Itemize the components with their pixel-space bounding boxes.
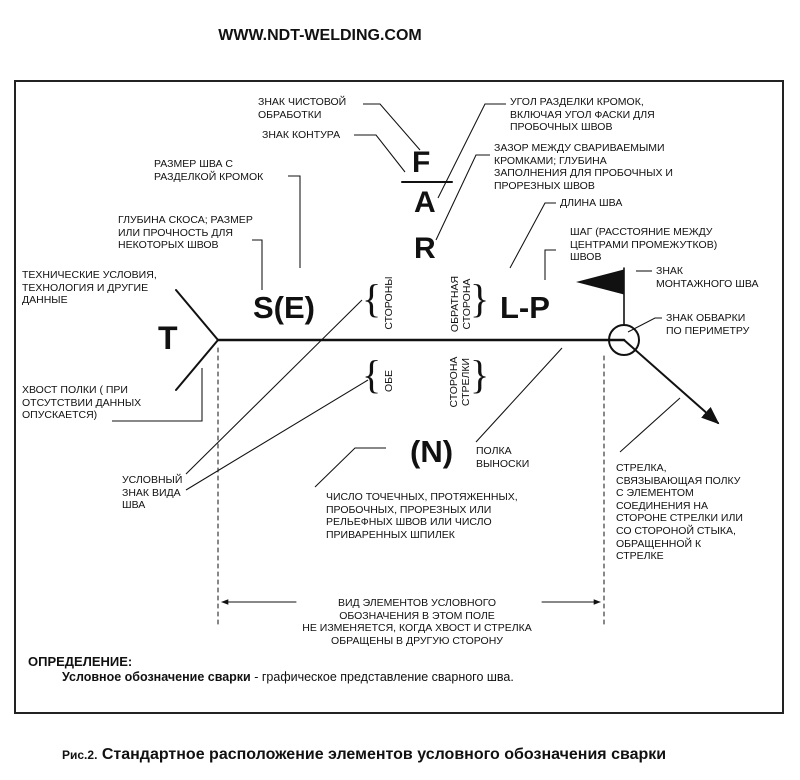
callout-arrow: СТРЕЛКА, СВЯЗЫВАЮЩАЯ ПОЛКУ С ЭЛЕМЕНТОМ С… — [616, 462, 743, 563]
callout-field-note: ВИД ЭЛЕМЕНТОВ УСЛОВНОГО ОБОЗНАЧЕНИЯ В ЭТ… — [302, 597, 532, 647]
bracket-both-top: { — [362, 276, 381, 321]
leader-weld-symbol-1 — [185, 299, 363, 475]
callout-field-weld: ЗНАК МОНТАЖНОГО ШВА — [656, 265, 759, 290]
callout-reference-line: ПОЛКА ВЫНОСКИ — [476, 445, 530, 470]
leader-number — [314, 447, 386, 488]
definition: Условное обозначение сварки - графическо… — [62, 670, 514, 684]
figure-caption: Рис.2. Стандартное расположение элементо… — [62, 746, 666, 764]
size-symbol: S(E) — [253, 290, 315, 325]
leader-bevel-depth — [252, 239, 263, 290]
groove-angle-symbol: A — [414, 186, 436, 219]
leader-length — [509, 202, 556, 269]
side-label-arrow-side: СТОРОНА СТРЕЛКИ — [448, 356, 472, 408]
root-opening-symbol: R — [414, 232, 436, 265]
leader-size — [288, 175, 301, 268]
site-url: WWW.NDT-WELDING.COM — [218, 27, 422, 44]
callout-weld-length: ДЛИНА ШВА — [560, 197, 623, 209]
callout-groove-angle: УГОЛ РАЗДЕЛКИ КРОМОК, ВКЛЮЧАЯ УГОЛ ФАСКИ… — [510, 96, 655, 134]
leader-pitch — [544, 249, 556, 280]
callout-bevel-depth: ГЛУБИНА СКОСА; РАЗМЕР ИЛИ ПРОЧНОСТЬ ДЛЯ … — [118, 214, 253, 252]
callout-specification: ТЕХНИЧЕСКИЕ УСЛОВИЯ, ТЕХНОЛОГИЯ И ДРУГИЕ… — [22, 269, 157, 307]
leader-weld-all-around — [627, 317, 662, 333]
bracket-both-bottom: { — [362, 352, 381, 397]
callout-finish-symbol: ЗНАК ЧИСТОВОЙ ОБРАБОТКИ — [258, 96, 347, 121]
side-label-both-top: СТОРОНЫ — [383, 276, 395, 330]
leader-root-opening — [435, 154, 490, 241]
arrow-line — [623, 339, 720, 425]
callout-weld-symbol: УСЛОВНЫЙ ЗНАК ВИДА ШВА — [122, 474, 183, 512]
leader-reference-line — [475, 347, 563, 443]
definition-title: ОПРЕДЕЛЕНИЕ: — [28, 654, 133, 669]
tail-lines — [175, 289, 220, 391]
leader-weld-symbol-2 — [185, 379, 369, 491]
figure-caption-text: Стандартное расположение элементов услов… — [97, 746, 667, 763]
callout-weld-all-around: ЗНАК ОБВАРКИ ПО ПЕРИМЕТРУ — [666, 312, 750, 337]
diagram-frame — [14, 80, 784, 714]
definition-body: - графическое представление сварного шва… — [250, 670, 514, 684]
leader-finish — [363, 103, 421, 151]
number-symbol: (N) — [410, 434, 454, 469]
finish-symbol: F — [412, 146, 431, 179]
side-label-both-bottom: ОБЕ — [383, 369, 395, 393]
tail-note-symbol: T — [158, 320, 178, 356]
leader-arrow — [619, 397, 681, 453]
figure-number: Рис.2. — [62, 748, 98, 762]
callout-groove-weld-size: РАЗМЕР ШВА С РАЗДЕЛКОЙ КРОМОК — [154, 158, 264, 183]
callout-root-opening: ЗАЗОР МЕЖДУ СВАРИВАЕМЫМИ КРОМКАМИ; ГЛУБИ… — [494, 142, 673, 192]
callout-contour-symbol: ЗНАК КОНТУРА — [262, 129, 341, 141]
callout-tail: ХВОСТ ПОЛКИ ( ПРИ ОТСУТСТВИИ ДАННЫХ ОПУС… — [22, 384, 142, 422]
callout-number-of-welds: ЧИСЛО ТОЧЕЧНЫХ, ПРОТЯЖЕННЫХ, ПРОБОЧНЫХ, … — [326, 491, 518, 541]
field-weld-flag-icon — [576, 269, 625, 295]
leader-contour — [354, 134, 406, 173]
callout-pitch: ШАГ (РАССТОЯНИЕ МЕЖДУ ЦЕНТРАМИ ПРОМЕЖУТК… — [570, 226, 718, 264]
bracket-other-side: } — [470, 276, 489, 321]
definition-term: Условное обозначение сварки — [62, 670, 251, 684]
leader-tail — [112, 368, 203, 422]
length-pitch-symbol: L-P — [500, 290, 550, 325]
leader-groove-angle — [437, 103, 506, 199]
bracket-arrow-side: } — [470, 352, 489, 397]
side-label-other-side: ОБРАТНАЯ СТОРОНА — [449, 275, 473, 333]
